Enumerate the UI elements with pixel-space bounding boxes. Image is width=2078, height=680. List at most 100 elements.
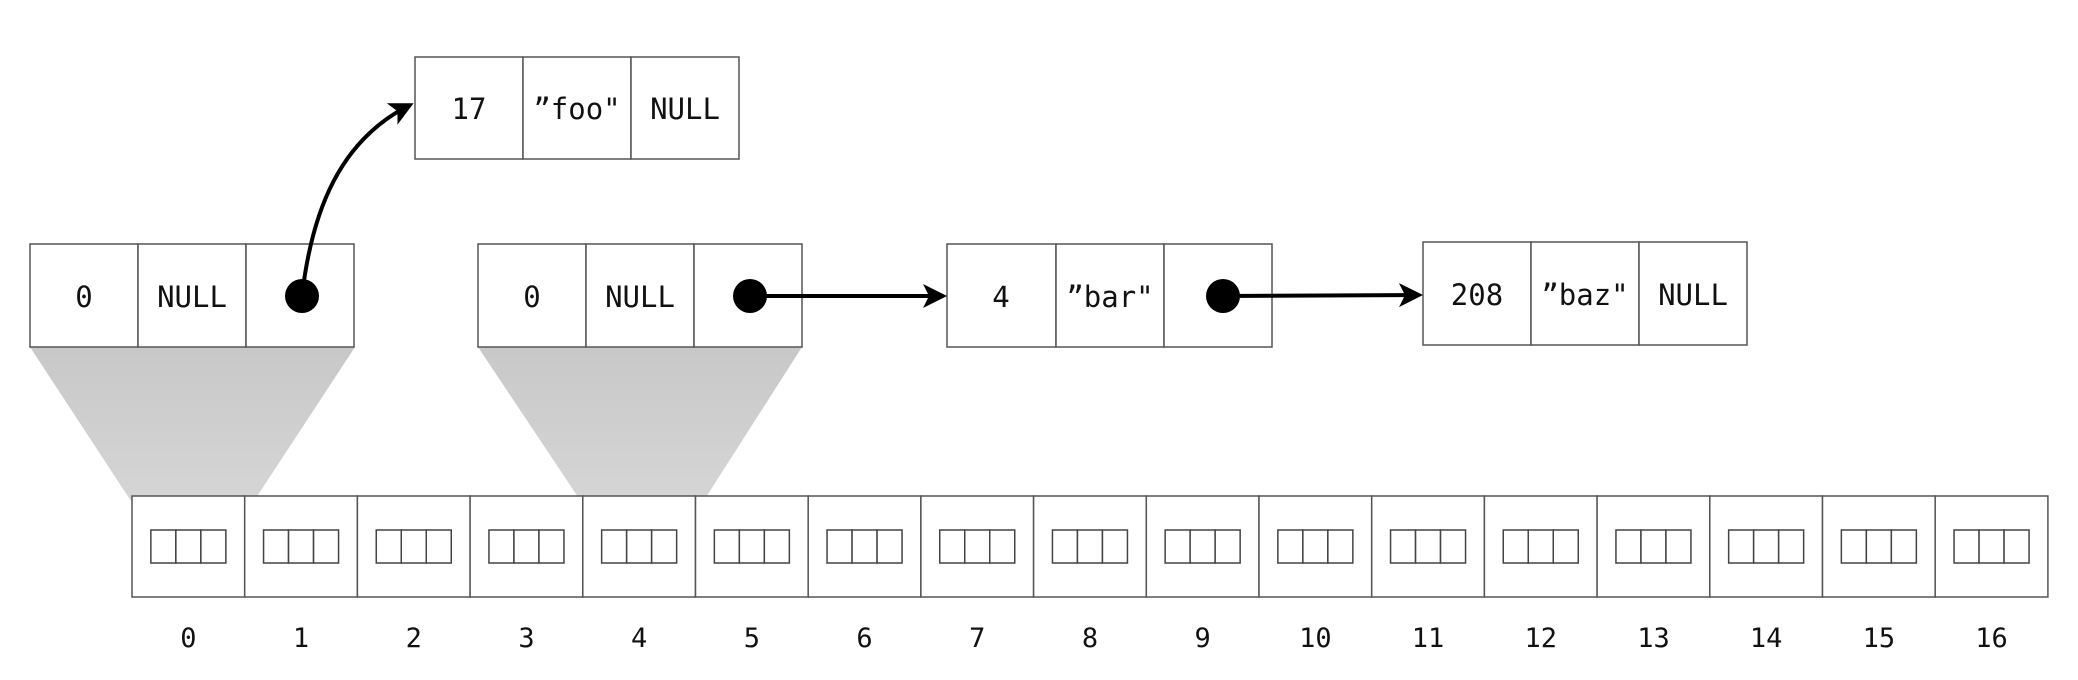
- hash-value: 208: [1451, 278, 1503, 312]
- bucket-index-10: 10: [1299, 623, 1332, 654]
- mini-node-slot: [650, 529, 678, 564]
- hash-cell: [477, 243, 587, 348]
- mini-node-slot: [1277, 529, 1304, 564]
- bucket-index-14: 14: [1750, 623, 1783, 654]
- bucket-0-projection: [30, 347, 355, 530]
- key-value: ”foo": [533, 92, 620, 126]
- bucket-cell-5: [694, 495, 809, 598]
- key-value: ”baz": [1541, 278, 1628, 312]
- bucket-index-9: 9: [1195, 623, 1211, 654]
- mini-node-slot: [1414, 529, 1442, 564]
- bucket-index-11: 11: [1412, 623, 1445, 654]
- mini-node-slot: [1527, 529, 1554, 564]
- mini-node-slot: [175, 529, 202, 564]
- mini-node-slot: [876, 529, 903, 564]
- mini-node-slot: [375, 529, 402, 564]
- hash-cell: [1422, 241, 1532, 346]
- mini-node-slot: [1552, 529, 1579, 564]
- mini-node-slot: [1327, 529, 1354, 564]
- bucket-cell-0: [131, 495, 246, 598]
- mini-node-slot: [287, 529, 315, 564]
- node-baz: 208 ”baz" NULL: [1422, 241, 1748, 346]
- bucket-cell-16: [1934, 495, 2049, 598]
- mini-node-slot: [538, 529, 565, 564]
- key-value: ”bar": [1066, 280, 1153, 314]
- pointer-arrow-to-foo: [300, 103, 414, 297]
- bucket-index-8: 8: [1082, 623, 1098, 654]
- bucket-cell-3: [469, 495, 584, 598]
- mini-node-slot: [1890, 529, 1918, 564]
- bucket-cell-14: [1709, 495, 1824, 598]
- mini-node-slot: [1189, 529, 1216, 564]
- mini-node-slot: [851, 529, 878, 564]
- key-cell: [1530, 241, 1640, 346]
- mini-node-slot: [1439, 529, 1467, 564]
- key-cell: [137, 243, 247, 348]
- mini-node-slot: [488, 529, 515, 564]
- mini-node-slot: [1051, 529, 1079, 564]
- mini-node-slot: [400, 529, 427, 564]
- bucket-cell-2: [356, 495, 471, 598]
- bucket-index-4: 4: [631, 623, 647, 654]
- mini-node-slot: [625, 529, 653, 564]
- hash-value: 0: [523, 280, 540, 314]
- bucket-index-12: 12: [1524, 623, 1557, 654]
- bucket-cell-13: [1596, 495, 1711, 598]
- next-cell: [630, 56, 740, 160]
- bucket-index-2: 2: [406, 623, 422, 654]
- mini-node-slot: [600, 529, 628, 564]
- bucket-index-7: 7: [969, 623, 985, 654]
- mini-node-slot: [1840, 529, 1868, 564]
- bucket-cell-4: [582, 495, 697, 598]
- mini-node-slot: [1727, 529, 1755, 564]
- bucket-cell-12: [1483, 495, 1598, 598]
- bucket-index-5: 5: [744, 623, 760, 654]
- key-cell: [1055, 243, 1165, 348]
- key-value: NULL: [605, 280, 675, 314]
- mini-node-slot: [150, 529, 177, 564]
- hash-value: 17: [452, 92, 487, 126]
- bucket-index-6: 6: [856, 623, 872, 654]
- next-value: NULL: [1658, 278, 1728, 312]
- mini-node-slot: [1953, 529, 1980, 564]
- key-cell: [585, 243, 695, 348]
- mini-node-slot: [826, 529, 853, 564]
- mini-node-slot: [964, 529, 991, 564]
- mini-node-slot: [262, 529, 290, 564]
- key-value: NULL: [157, 280, 227, 314]
- mini-node-slot: [713, 529, 741, 564]
- mini-node-slot: [989, 529, 1016, 564]
- bucket-4-projection: [478, 347, 802, 530]
- mini-node-slot: [738, 529, 766, 564]
- node-foo: 17 ”foo" NULL: [414, 56, 740, 160]
- bucket-cell-6: [807, 495, 922, 598]
- mini-node-slot: [1214, 529, 1241, 564]
- bucket-cell-11: [1370, 495, 1486, 598]
- bucket-cell-1: [243, 495, 359, 598]
- mini-node-slot: [2003, 529, 2030, 564]
- mini-node-slot: [1101, 529, 1129, 564]
- mini-node-slot: [1615, 529, 1642, 564]
- node-bucket-0: 0 NULL: [29, 243, 355, 348]
- bucket-array: [131, 495, 2049, 598]
- next-value: NULL: [650, 92, 720, 126]
- bucket-index-0: 0: [180, 623, 196, 654]
- hash-cell: [29, 243, 139, 348]
- mini-node-slot: [1640, 529, 1667, 564]
- mini-node-slot: [425, 529, 452, 564]
- hash-cell: [946, 243, 1057, 348]
- mini-node-slot: [1978, 529, 2005, 564]
- mini-node-slot: [1076, 529, 1104, 564]
- bucket-cell-8: [1032, 495, 1148, 598]
- hash-value: 0: [75, 280, 92, 314]
- bucket-index-16: 16: [1975, 623, 2008, 654]
- mini-node-slot: [1302, 529, 1329, 564]
- mini-node-slot: [1665, 529, 1692, 564]
- mini-node-slot: [1164, 529, 1191, 564]
- next-cell: [1638, 241, 1748, 346]
- bucket-index-3: 3: [518, 623, 534, 654]
- mini-node-slot: [200, 529, 227, 564]
- bucket-cell-9: [1145, 495, 1260, 598]
